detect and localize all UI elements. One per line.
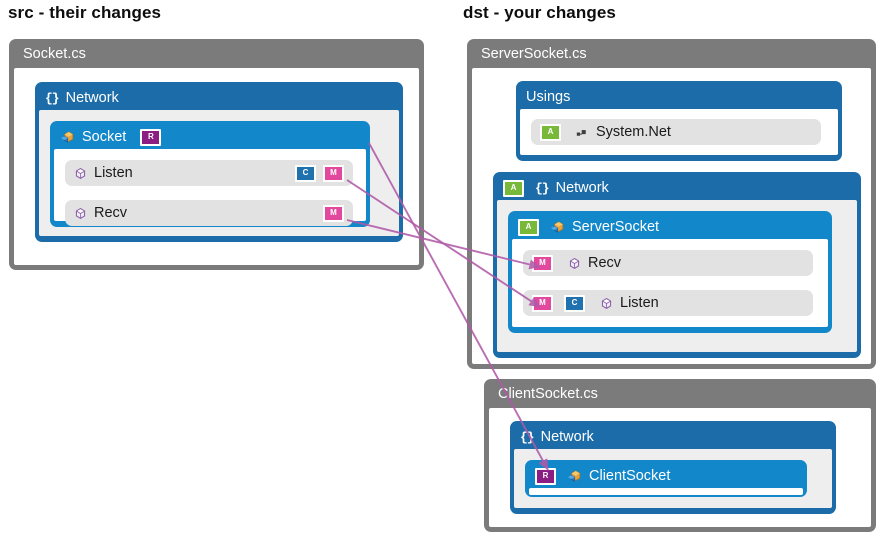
namespace-box-network[interactable]: {} Network R [510,421,836,514]
file-box-serversocket-cs[interactable]: ServerSocket.cs Usings A [467,39,876,369]
namespace-icon: {} [45,90,60,106]
member-label: Listen [620,295,659,311]
method-icon [74,207,87,220]
badge-moved: M [532,294,553,312]
class-label: ServerSocket [572,219,660,235]
class-header[interactable]: R ClientSocket [529,464,803,488]
class-icon [550,220,565,235]
using-label: System.Net [596,124,671,140]
badge-removed: R [140,128,162,146]
file-name-label: Socket.cs [23,46,86,62]
namespace-label: Network [65,90,119,106]
class-box-socket[interactable]: Socket R [50,121,370,227]
badge-moved: M [532,254,553,272]
badge-changed: C [295,164,316,182]
namespace-icon: {} [520,429,535,445]
file-body: Usings A System.Net [472,68,871,364]
namespace-label: Network [540,429,594,445]
class-label: ClientSocket [589,468,671,484]
member-row-listen[interactable]: M C Listen [523,290,813,316]
namespace-header[interactable]: {} Network [39,86,399,110]
namespace-box-network[interactable]: A {} Network A [493,172,861,358]
using-icon [576,126,589,139]
namespace-header[interactable]: A {} Network [497,176,857,200]
class-box-serversocket[interactable]: A ServerSocket [508,211,832,333]
class-box-clientsocket[interactable]: R ClientSocket [525,460,807,497]
badge-removed: R [535,467,556,485]
badge-changed: C [564,294,585,312]
badge-moved: M [323,164,344,182]
usings-box[interactable]: Usings A System.Net [516,81,842,161]
member-row-recv[interactable]: M Recv [523,250,813,276]
member-label: Recv [588,255,622,271]
file-box-socket-cs[interactable]: Socket.cs {} Network [9,39,424,270]
using-row-system-net[interactable]: A System.Net [531,119,821,145]
namespace-body: A ServerSocket [497,200,857,352]
file-name-label: ServerSocket.cs [481,46,587,62]
badge-added: A [540,123,561,141]
badge-moved: M [323,204,344,222]
badge-added: A [503,179,524,197]
badge-added: A [518,218,539,236]
class-body: Listen C M [54,149,366,226]
file-body: {} Network [14,68,419,265]
namespace-box-network[interactable]: {} Network [35,82,403,242]
namespace-icon: {} [535,180,550,196]
usings-label: Usings [526,89,571,105]
namespace-body: R ClientSocket [514,449,832,508]
class-header[interactable]: Socket R [54,125,366,149]
usings-header[interactable]: Usings [520,85,838,109]
namespace-body: Socket R [39,110,399,236]
class-icon [567,469,582,484]
namespace-label: Network [555,180,609,196]
usings-body: A System.Net [520,109,838,155]
file-box-clientsocket-cs[interactable]: ClientSocket.cs {} Network R [484,379,876,532]
class-body [529,488,803,495]
class-body: M Recv [512,239,828,327]
class-label: Socket [82,129,127,145]
method-icon [600,297,613,310]
file-body: {} Network R [489,408,871,527]
namespace-header[interactable]: {} Network [514,425,832,449]
dst-column-heading: dst - your changes [463,3,616,22]
member-label: Listen [94,165,133,181]
member-row-listen[interactable]: Listen C M [65,160,353,186]
method-icon [74,167,87,180]
src-column-heading: src - their changes [8,3,162,22]
member-row-recv[interactable]: Recv M [65,200,353,226]
file-name-label: ClientSocket.cs [498,386,598,402]
method-icon [568,257,581,270]
class-icon [60,130,75,145]
class-header[interactable]: A ServerSocket [512,215,828,239]
member-label: Recv [94,205,128,221]
